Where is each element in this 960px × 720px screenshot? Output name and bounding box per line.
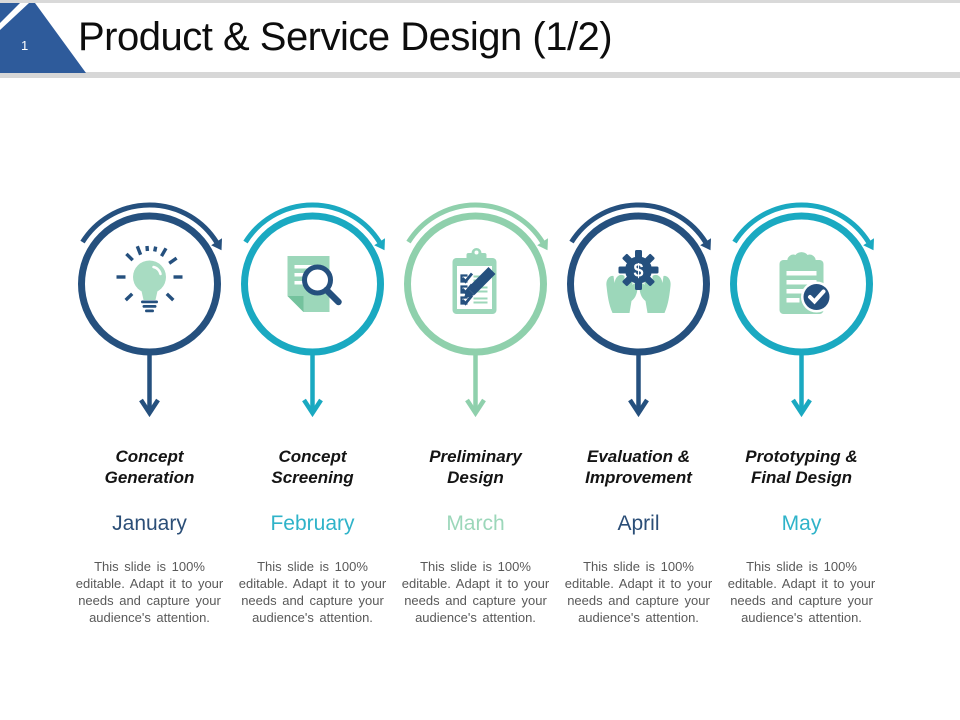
stage-note: This slide is 100% editable. Adapt it to… — [564, 559, 713, 625]
document-search-icon — [241, 202, 385, 418]
title-band-shadow — [0, 72, 960, 78]
stage-month: January — [112, 512, 187, 535]
dollar-symbol: $ — [633, 261, 643, 281]
stage-month: April — [617, 512, 660, 535]
stage-month: March — [446, 512, 505, 535]
stage-name: Evaluation &Improvement — [585, 447, 692, 487]
checklist-pen-icon — [404, 202, 548, 418]
stage-name: Prototyping &Final Design — [745, 447, 858, 487]
page-number: 1 — [21, 38, 29, 53]
stage-month: February — [270, 512, 355, 535]
corner-triangle-decoration — [0, 3, 86, 73]
hands-gear-dollar-icon: $ — [567, 202, 711, 418]
stage-prototyping-final-design: Prototyping &Final Design May This slide… — [720, 190, 883, 626]
stage-note: This slide is 100% editable. Adapt it to… — [727, 559, 876, 625]
stage-note: This slide is 100% editable. Adapt it to… — [238, 559, 387, 625]
stage-note: This slide is 100% editable. Adapt it to… — [75, 559, 224, 625]
approved-clipboard-icon — [730, 202, 874, 418]
stage-month: May — [781, 512, 822, 535]
stage-evaluation-improvement: $ Evaluation &Improvement April This sli… — [557, 190, 720, 626]
slide-title: Product & Service Design (1/2) — [78, 15, 613, 59]
lightbulb-icon — [78, 202, 222, 418]
title-band — [0, 3, 960, 72]
stage-note: This slide is 100% editable. Adapt it to… — [401, 559, 550, 625]
top-border-strip — [0, 0, 960, 3]
